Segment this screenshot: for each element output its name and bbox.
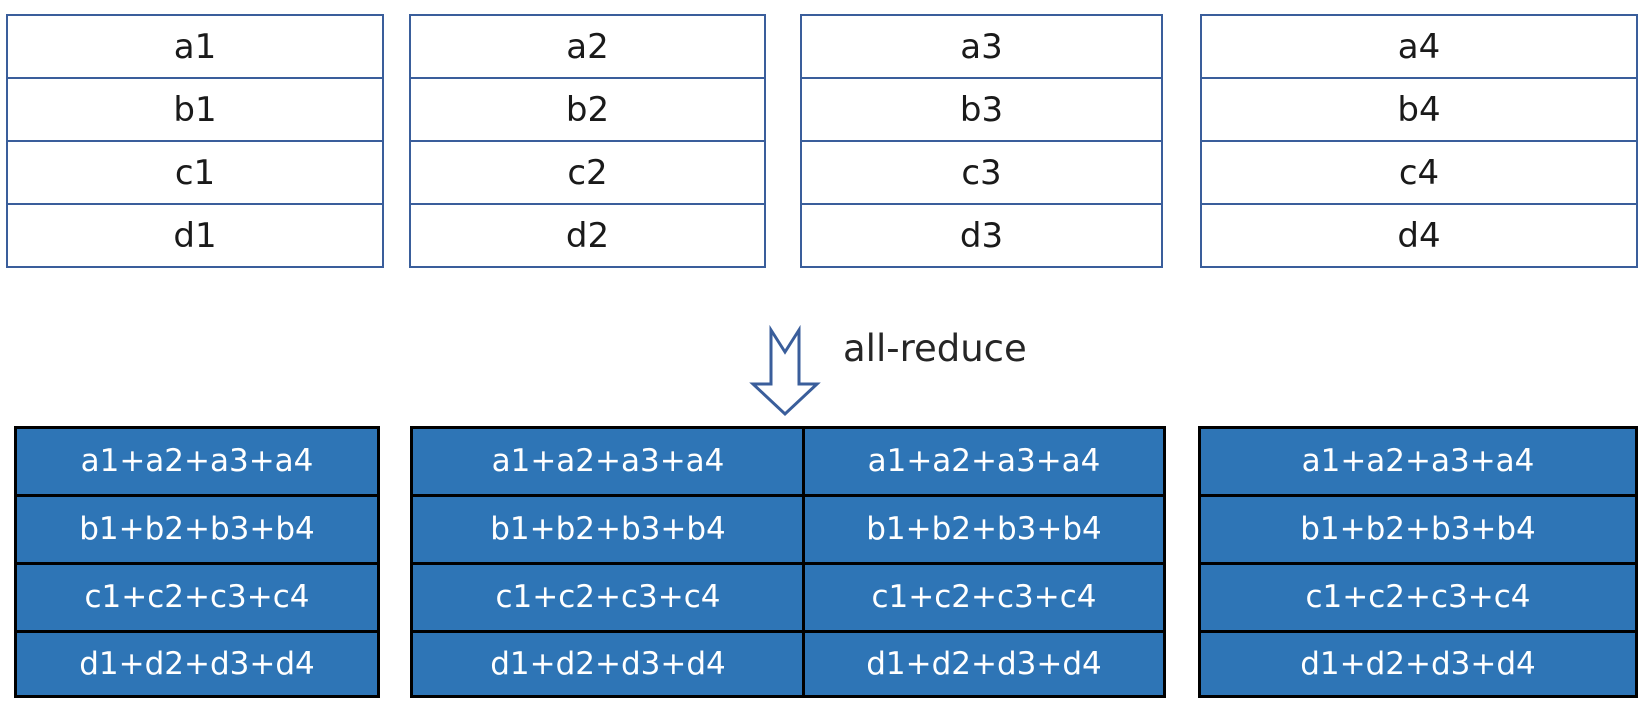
output-table-rank-1: a1+a2+a3+a4 b1+b2+b3+b4 c1+c2+c3+c4 d1+d…: [410, 426, 806, 698]
table-cell: c3: [802, 142, 1161, 205]
table-cell: a1+a2+a3+a4: [413, 429, 803, 497]
table-cell: d4: [1202, 205, 1636, 266]
table-cell: d1+d2+d3+d4: [413, 633, 803, 695]
table-cell: b1+b2+b3+b4: [1201, 497, 1635, 565]
table-cell: b4: [1202, 79, 1636, 142]
table-cell: c1+c2+c3+c4: [17, 565, 377, 633]
table-cell: a1+a2+a3+a4: [17, 429, 377, 497]
input-table-rank-1: a2 b2 c2 d2: [409, 14, 766, 268]
table-cell: b1+b2+b3+b4: [413, 497, 803, 565]
input-table-rank-2: a3 b3 c3 d3: [800, 14, 1163, 268]
table-cell: a4: [1202, 16, 1636, 79]
table-cell: d1+d2+d3+d4: [805, 633, 1163, 695]
output-table-rank-2: a1+a2+a3+a4 b1+b2+b3+b4 c1+c2+c3+c4 d1+d…: [802, 426, 1166, 698]
table-cell: a1: [8, 16, 382, 79]
table-cell: b3: [802, 79, 1161, 142]
table-cell: d1+d2+d3+d4: [1201, 633, 1635, 695]
table-cell: c1+c2+c3+c4: [413, 565, 803, 633]
input-table-rank-3: a4 b4 c4 d4: [1200, 14, 1638, 268]
table-cell: c2: [411, 142, 764, 205]
table-cell: b2: [411, 79, 764, 142]
table-cell: b1+b2+b3+b4: [805, 497, 1163, 565]
table-cell: c4: [1202, 142, 1636, 205]
all-reduce-arrow: [745, 318, 825, 418]
table-cell: b1+b2+b3+b4: [17, 497, 377, 565]
output-table-rank-3: a1+a2+a3+a4 b1+b2+b3+b4 c1+c2+c3+c4 d1+d…: [1198, 426, 1638, 698]
table-cell: d1: [8, 205, 382, 266]
operation-label: all-reduce: [843, 327, 1027, 370]
table-cell: a2: [411, 16, 764, 79]
table-cell: b1: [8, 79, 382, 142]
table-cell: d1+d2+d3+d4: [17, 633, 377, 695]
table-cell: a1+a2+a3+a4: [1201, 429, 1635, 497]
table-cell: c1+c2+c3+c4: [805, 565, 1163, 633]
table-cell: c1: [8, 142, 382, 205]
down-block-arrow-icon: [749, 324, 821, 417]
table-cell: d2: [411, 205, 764, 266]
table-cell: a1+a2+a3+a4: [805, 429, 1163, 497]
table-cell: d3: [802, 205, 1161, 266]
output-table-rank-0: a1+a2+a3+a4 b1+b2+b3+b4 c1+c2+c3+c4 d1+d…: [14, 426, 380, 698]
input-table-rank-0: a1 b1 c1 d1: [6, 14, 384, 268]
table-cell: c1+c2+c3+c4: [1201, 565, 1635, 633]
table-cell: a3: [802, 16, 1161, 79]
